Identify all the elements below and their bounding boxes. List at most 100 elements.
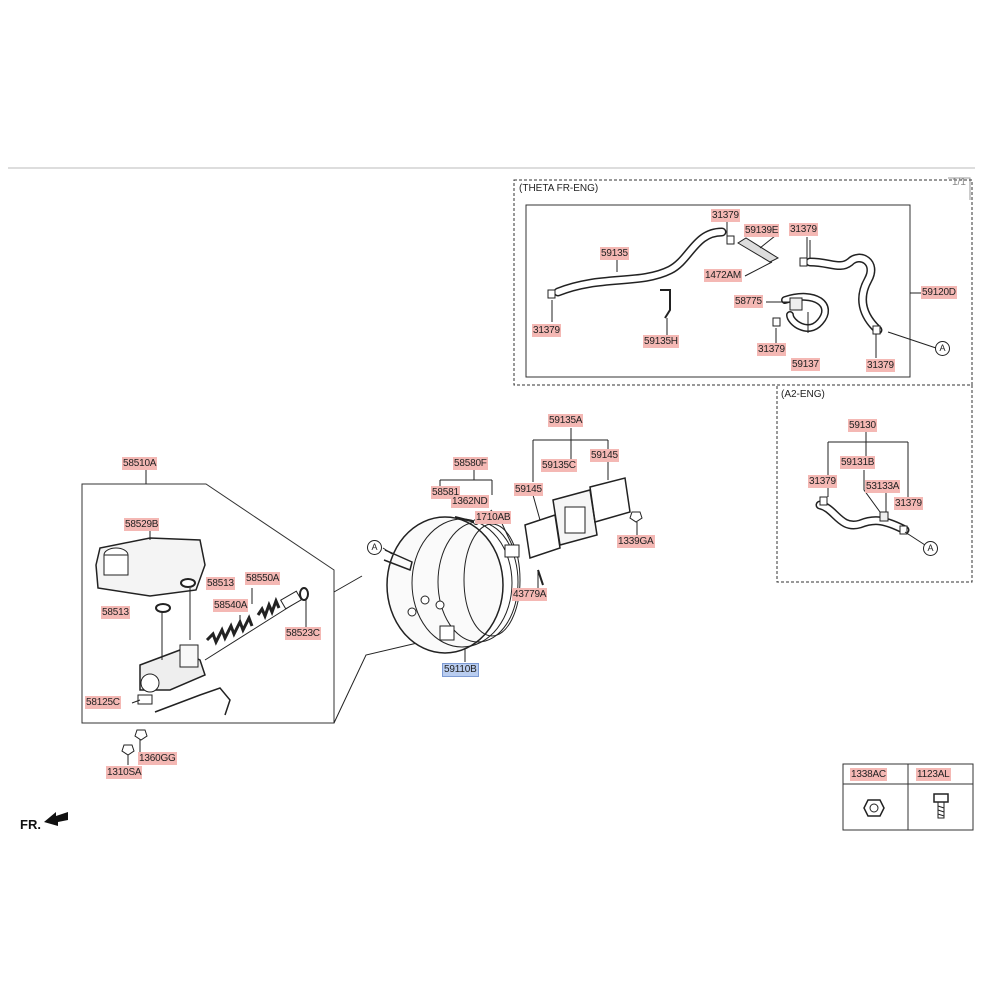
part-31379-f[interactable]: 31379 — [808, 475, 837, 488]
part-59120d[interactable]: 59120D — [921, 286, 957, 299]
part-59135h[interactable]: 59135H — [643, 335, 679, 348]
plate-59135c-inner — [564, 506, 586, 534]
part-58513-a[interactable]: 58513 — [206, 577, 235, 590]
gasket-59145-b — [589, 477, 631, 523]
hose-59120d-inner — [807, 255, 881, 333]
connector-a-booster: A — [367, 540, 382, 555]
bracket-58775 — [789, 297, 803, 311]
clamp-b — [799, 257, 808, 267]
reservoir-cap-body — [103, 554, 129, 576]
part-1339ga[interactable]: 1339GA — [617, 535, 655, 548]
part-59145-b[interactable]: 59145 — [514, 483, 543, 496]
a2-group-frame — [776, 384, 973, 583]
stud-43779a — [537, 569, 544, 586]
clamp-d — [772, 317, 781, 327]
grommet-a — [180, 578, 196, 588]
nut-1310sa — [121, 744, 135, 756]
part-59135[interactable]: 59135 — [600, 247, 629, 260]
part-59130[interactable]: 59130 — [848, 419, 877, 432]
front-marker: FR. — [20, 817, 41, 832]
spring-58550a — [256, 596, 281, 621]
booster-pushrod — [439, 625, 455, 641]
valve-1710ab — [504, 544, 520, 558]
spring-58540a — [205, 614, 254, 646]
theta-group-frame — [513, 179, 973, 386]
legend-bolt-shank — [937, 802, 945, 819]
clamp-c — [547, 289, 556, 299]
connector-a-leader — [382, 547, 393, 555]
part-31379-b[interactable]: 31379 — [789, 223, 818, 236]
nut-1339ga — [629, 511, 643, 523]
piston-58523 — [280, 590, 302, 610]
part-58529b[interactable]: 58529B — [124, 518, 160, 531]
part-53133a[interactable]: 53133A — [865, 480, 901, 493]
hose-59137-inner — [782, 294, 828, 331]
part-58540a[interactable]: 58540A — [213, 599, 249, 612]
part-31379-a[interactable]: 31379 — [711, 209, 740, 222]
seal-58523c — [299, 587, 309, 601]
port-a — [140, 673, 160, 693]
part-58125c[interactable]: 58125C — [85, 696, 121, 709]
part-31379-e[interactable]: 31379 — [866, 359, 895, 372]
part-59135a[interactable]: 59135A — [548, 414, 584, 427]
a2-clamp-b — [879, 511, 889, 522]
part-58550a[interactable]: 58550A — [245, 572, 281, 585]
part-1472am[interactable]: 1472AM — [704, 269, 743, 282]
legend-nut-hole — [869, 803, 879, 813]
part-43779a[interactable]: 43779A — [512, 588, 548, 601]
theta-group-inner — [525, 204, 911, 378]
clamp-a — [726, 235, 735, 245]
nut-1360gg — [134, 729, 148, 741]
legend-1338ac[interactable]: 1338AC — [850, 768, 887, 781]
part-1310sa[interactable]: 1310SA — [106, 766, 143, 779]
check-valve-59139e — [737, 237, 780, 263]
group-title-theta: (THETA FR-ENG) — [519, 183, 599, 194]
part-59110b[interactable]: 59110B — [442, 663, 479, 677]
part-58580f[interactable]: 58580F — [453, 457, 488, 470]
booster-stud-b — [435, 600, 445, 610]
mc-leaders — [127, 588, 307, 765]
part-1710ab[interactable]: 1710AB — [475, 511, 512, 524]
mc-mount — [179, 644, 199, 668]
clamp-e — [872, 325, 881, 335]
part-31379-c[interactable]: 31379 — [532, 324, 561, 337]
front-arrow-icon — [44, 812, 68, 826]
a2-connector-leader — [904, 531, 926, 546]
a2-clamp-a — [819, 496, 828, 506]
page-counter: 1/1 — [952, 177, 966, 188]
a2-leaders — [827, 432, 909, 513]
part-58513-b[interactable]: 58513 — [101, 606, 130, 619]
connector-a-theta: A — [935, 341, 950, 356]
part-59139e[interactable]: 59139E — [744, 224, 780, 237]
part-1360gg[interactable]: 1360GG — [138, 752, 177, 765]
part-59135c[interactable]: 59135C — [541, 459, 577, 472]
hose-59130-inner — [817, 502, 908, 533]
legend-1123al[interactable]: 1123AL — [916, 768, 951, 781]
master-cylinder-frame — [81, 483, 335, 724]
booster-59110b — [386, 516, 504, 654]
part-59145-a[interactable]: 59145 — [590, 449, 619, 462]
group-title-a2: (A2-ENG) — [781, 389, 825, 400]
grommet-b — [155, 603, 171, 613]
part-1362nd[interactable]: 1362ND — [451, 495, 489, 508]
part-59137[interactable]: 59137 — [791, 358, 820, 371]
gasket-59145-a — [524, 514, 561, 559]
booster-rim-3 — [463, 523, 521, 637]
page-corner — [948, 177, 971, 200]
booster-vacuum-port — [383, 549, 413, 572]
a2-clamp-c — [899, 525, 908, 535]
connector-58125c — [137, 694, 153, 705]
part-31379-d[interactable]: 31379 — [757, 343, 786, 356]
legend-bolt-head — [933, 793, 949, 803]
part-58523c[interactable]: 58523C — [285, 627, 321, 640]
projection-lines — [333, 575, 431, 724]
part-31379-g[interactable]: 31379 — [894, 497, 923, 510]
booster-stud-c — [407, 607, 417, 617]
brake-line-bracket — [154, 687, 231, 716]
part-59131b[interactable]: 59131B — [840, 456, 876, 469]
bracket-59135h — [660, 289, 671, 319]
booster-stud-a — [420, 595, 430, 605]
part-58510a[interactable]: 58510A — [122, 457, 158, 470]
part-58775[interactable]: 58775 — [734, 295, 763, 308]
